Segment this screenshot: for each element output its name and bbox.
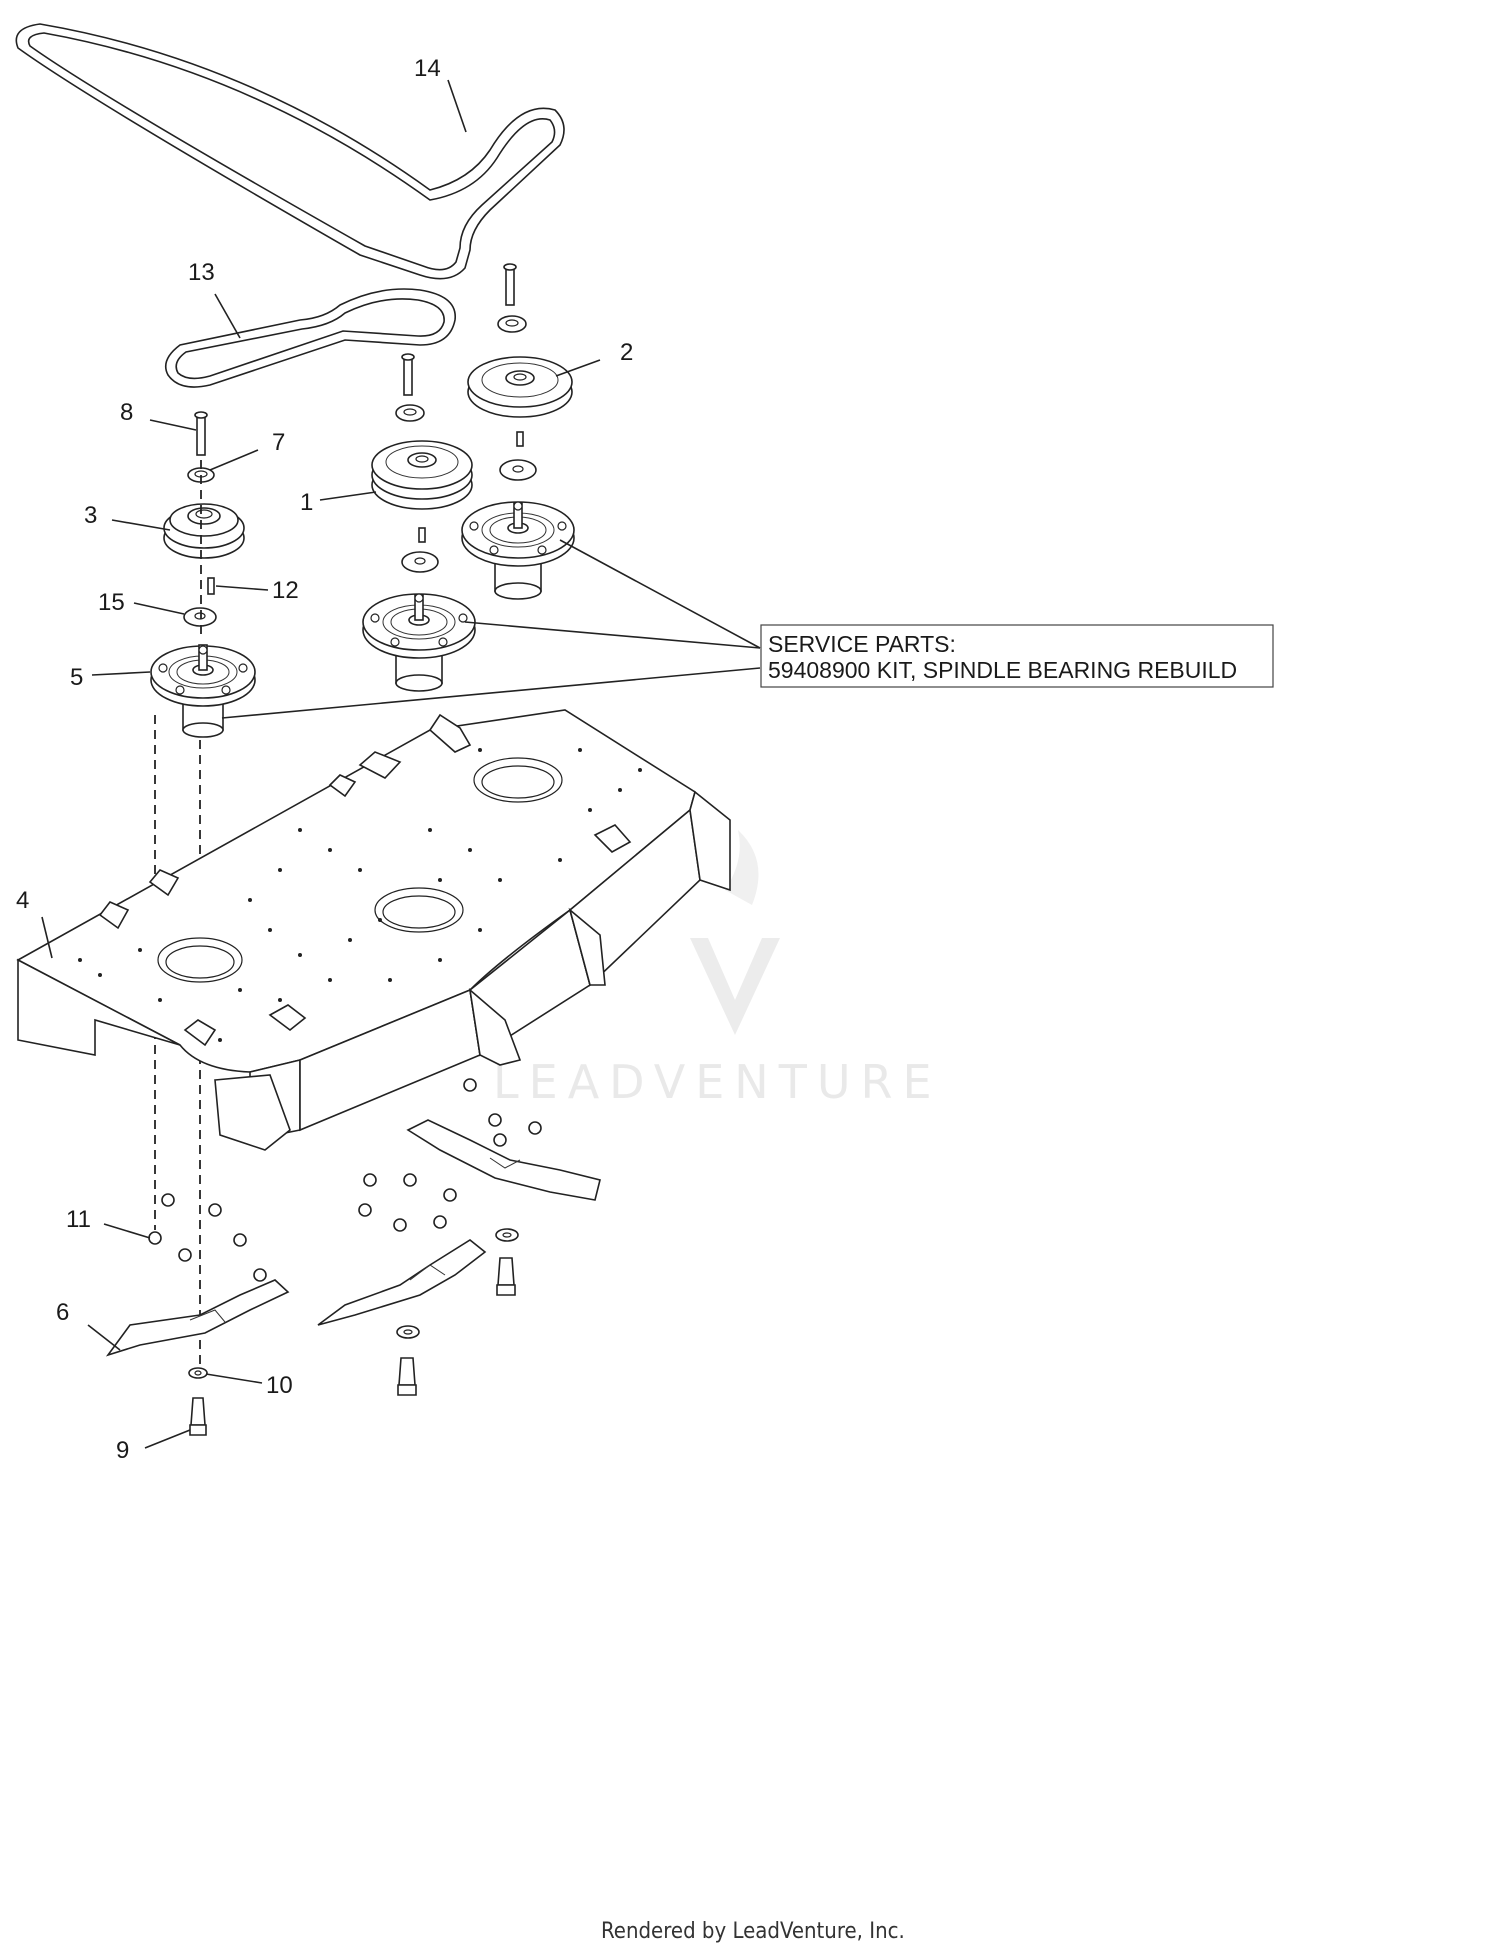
callout-4: 4 [16,887,29,914]
pulley-3 [163,503,245,559]
spindle-center [362,593,476,692]
key-center [418,527,426,543]
key-right [516,431,524,447]
callout-10: 10 [266,1372,293,1399]
deck-4 [16,709,731,1151]
bearing-right [497,315,527,333]
bolt-center-lower [397,1357,417,1396]
callout-15: 15 [98,589,125,616]
callout-3: 3 [84,502,97,529]
bolt-8 [194,411,208,456]
callouts: 14 13 8 7 3 2 1 12 15 5 4 11 6 10 9 [16,55,633,1464]
callout-7: 7 [272,429,285,456]
spindle-right [461,501,575,600]
bolt-9 [189,1397,207,1436]
spindle-5 [150,644,256,738]
bolt-right-lower [496,1257,516,1296]
bearing-center [395,404,425,422]
bolt-center [401,353,415,396]
callout-1: 1 [300,489,313,516]
pulley-2 [467,356,573,418]
nuts-11 [148,1078,542,1282]
belt-14 [15,23,565,280]
footer-credit: Rendered by LeadVenture, Inc. [601,1919,905,1944]
service-parts-note: SERVICE PARTS: 59408900 KIT, SPINDLE BEA… [760,624,1274,688]
callout-9: 9 [116,1437,129,1464]
service-note-line-1: SERVICE PARTS: [768,631,956,657]
spacer-15 [183,607,217,627]
callout-8: 8 [120,399,133,426]
blade-center [317,1239,487,1326]
bolt-right [503,263,517,306]
key-12 [207,577,215,595]
callout-2: 2 [620,339,633,366]
leader-lines [41,79,761,1449]
leadventure-watermark: LEADVENTURE [493,830,942,1109]
service-note-line-2: 59408900 KIT, SPINDLE BEARING REBUILD [768,657,1237,683]
callout-13: 13 [188,259,215,286]
washer-10 [188,1367,208,1379]
deck-holes [78,748,642,1042]
blade-6-left [105,1279,290,1357]
callout-5: 5 [70,664,83,691]
washer-right-lower [495,1228,519,1242]
callout-6: 6 [56,1299,69,1326]
watermark-text: LEADVENTURE [493,1055,942,1109]
callout-11: 11 [66,1206,91,1233]
belt-13 [164,288,456,388]
washer-center-lower [396,1325,420,1339]
callout-12: 12 [272,577,299,604]
spacer-right [499,459,537,481]
pulley-1 [371,440,473,510]
callout-14: 14 [414,55,441,82]
spacer-center [401,551,439,573]
blade-right [406,1119,601,1201]
